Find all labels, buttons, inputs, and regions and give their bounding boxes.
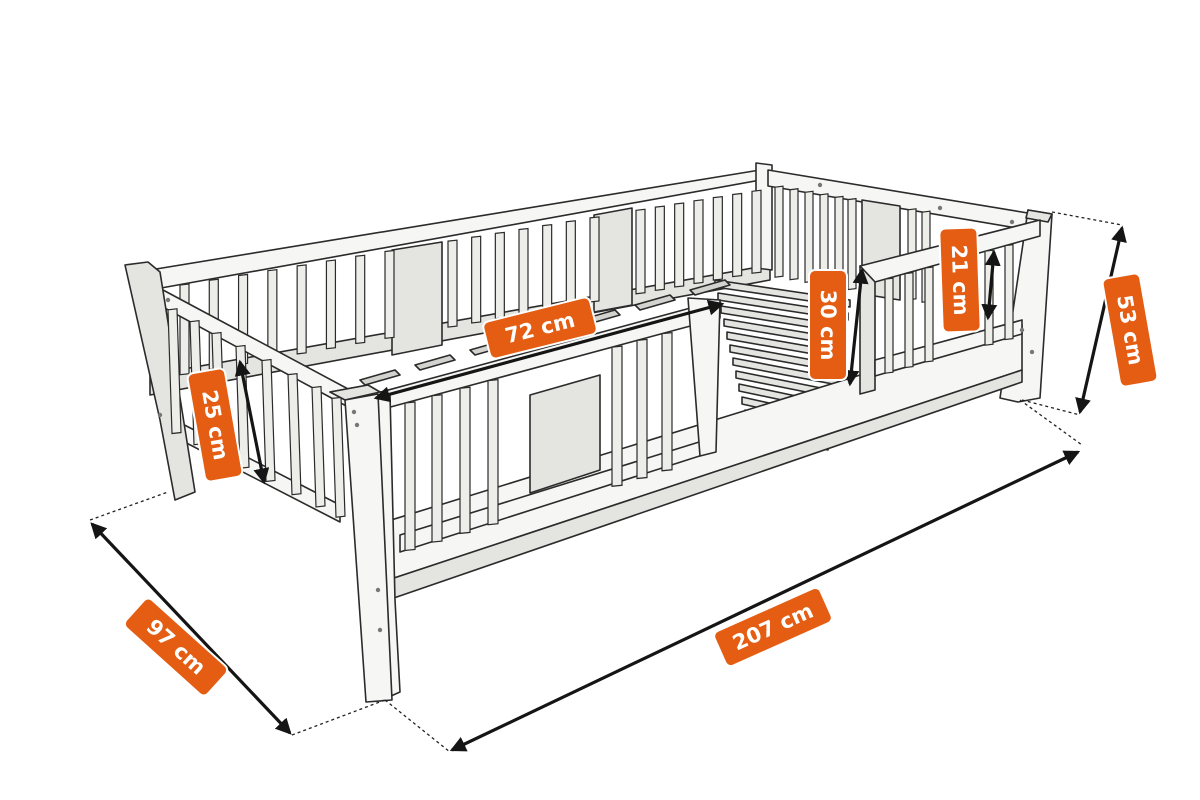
gate-spindle bbox=[661, 332, 673, 472]
bed-slat bbox=[414, 354, 456, 371]
back-spindle bbox=[267, 269, 278, 360]
footboard-spindle bbox=[311, 385, 326, 508]
back-spindle bbox=[565, 220, 576, 307]
badge-rail-inner: 30 cm bbox=[808, 269, 848, 381]
rail-inner-arrow bbox=[843, 267, 869, 387]
rail-inner-label: 30 cm bbox=[816, 290, 840, 361]
rail-spindle bbox=[904, 271, 914, 369]
gate-spindle bbox=[459, 386, 471, 535]
rail-spindle bbox=[884, 277, 894, 374]
badge-opening: 72 cm bbox=[482, 296, 598, 360]
bed-slat bbox=[689, 279, 731, 296]
dimension-arrows bbox=[90, 225, 1127, 752]
back-spindle bbox=[635, 208, 646, 295]
badge-rail-end: 21 cm bbox=[938, 226, 982, 334]
back-spindle bbox=[384, 249, 395, 339]
back-spindle bbox=[325, 259, 337, 350]
gate-spindle bbox=[636, 338, 648, 480]
back-spindle bbox=[355, 254, 366, 345]
gate-spindle bbox=[611, 345, 623, 487]
length-arrow bbox=[449, 450, 1081, 752]
back-spindle bbox=[732, 192, 743, 278]
end-spindle bbox=[789, 188, 799, 281]
gate-spindle bbox=[431, 394, 443, 543]
end-spindle bbox=[804, 190, 814, 283]
rail-end-label: 21 cm bbox=[947, 244, 973, 316]
back-spindle bbox=[654, 205, 665, 292]
footboard-spindle bbox=[167, 308, 182, 435]
gate-spindle bbox=[404, 401, 416, 552]
rail-end-arrow bbox=[981, 249, 1001, 321]
back-spindle bbox=[542, 223, 553, 312]
back-spindle bbox=[471, 235, 482, 324]
back-spindle bbox=[751, 189, 762, 274]
footboard-spindle bbox=[261, 358, 276, 483]
rail-front-arrow bbox=[234, 359, 270, 485]
bed-slat bbox=[359, 369, 401, 386]
back-spindle bbox=[179, 283, 190, 376]
front-left-post bbox=[329, 384, 401, 703]
rail-spindle bbox=[1004, 243, 1014, 341]
back-spindle bbox=[693, 199, 704, 285]
back-spindle bbox=[494, 231, 505, 320]
gate-spindle bbox=[487, 379, 499, 526]
opening-arrow bbox=[373, 299, 725, 403]
badge-height: 53 cm bbox=[1101, 272, 1159, 388]
back-spindle bbox=[296, 264, 307, 355]
end-spindle bbox=[847, 197, 857, 291]
extension-lines bbox=[89, 211, 1123, 753]
end-spindle bbox=[774, 185, 784, 278]
back-spindle bbox=[589, 216, 600, 303]
footboard-spindle bbox=[331, 396, 346, 518]
back-spindle bbox=[518, 227, 529, 316]
back-spindle bbox=[674, 202, 685, 288]
back-spindle bbox=[712, 195, 723, 281]
badge-rail-front: 25 cm bbox=[186, 367, 244, 483]
back-spindle bbox=[447, 239, 458, 328]
footboard-spindle bbox=[287, 372, 302, 496]
width-arrow bbox=[90, 522, 292, 735]
rail-spindle bbox=[924, 266, 934, 363]
screws bbox=[157, 182, 1035, 633]
height-arrow bbox=[1075, 225, 1127, 415]
